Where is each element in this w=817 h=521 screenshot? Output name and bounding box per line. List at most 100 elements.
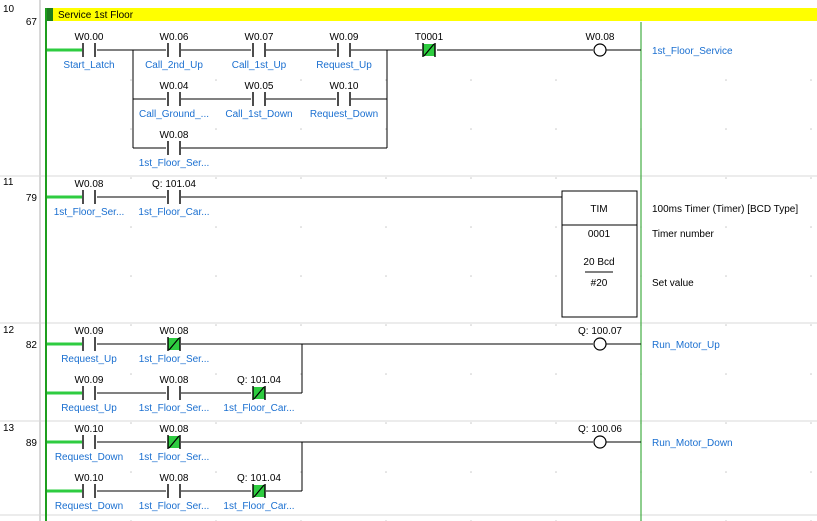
timer-set-value-label: Set value [652,278,694,289]
section-header-marker [47,8,53,21]
contact-address: Q: 101.04 [237,375,281,386]
contact-comment: Request_Up [61,354,117,365]
timer-set-constant: #20 [591,278,608,289]
contact-address: W0.10 [75,424,104,435]
contact-comment: Request_Down [55,452,123,463]
contact-address: W0.09 [330,32,359,43]
contact-comment: Request_Up [316,60,372,71]
contact-no[interactable]: Q: 101.041st_Floor_Car... [138,179,209,218]
grid-dot [300,177,302,179]
contact-nc-slash [423,43,435,57]
grid-dot [300,422,302,424]
grid-dot [810,422,812,424]
contact-comment: 1st_Floor_Car... [138,207,209,218]
contact-no[interactable]: W0.081st_Floor_Ser... [54,179,125,218]
timer-block[interactable]: TIM 0001 20 Bcd #20 [561,190,638,318]
grid-dot [810,275,812,277]
rung-89-wiring [47,440,641,493]
grid-dot [470,324,472,326]
contact-comment: Start_Latch [63,60,114,71]
grid-dot [810,226,812,228]
rung-index: 13 [3,423,15,434]
contact-address: W0.08 [160,473,189,484]
grid-dot [300,324,302,326]
contact-address: W0.08 [160,130,189,141]
contact-comment: 1st_Floor_Ser... [139,354,210,365]
grid-dot [555,422,557,424]
grid-dot [215,324,217,326]
grid-dot [385,177,387,179]
coil-address: Q: 100.07 [578,326,622,337]
contact-nc[interactable]: T0001 [415,32,444,57]
contact-nc[interactable]: Q: 101.04 1st_Floor_Car... [223,473,294,512]
contact-nc[interactable]: Q: 101.041st_Floor_Car... [223,375,294,414]
timer-number-label: Timer number [652,229,715,240]
grid-dot [725,422,727,424]
grid-dot [725,373,727,375]
grid-dot [130,275,132,277]
grid-dot [470,422,472,424]
grid-dot [385,471,387,473]
contact-address: W0.08 [160,326,189,337]
grid-dot [725,324,727,326]
grid-dot [130,226,132,228]
grid-dot [300,79,302,81]
contact-nc[interactable]: W0.08 1st_Floor_Ser... [139,326,210,365]
timer-name: TIM [590,204,607,215]
grid-dot [555,275,557,277]
grid-dot [810,373,812,375]
contact-address: W0.08 [160,424,189,435]
grid-dot [555,128,557,130]
grid-dot [130,177,132,179]
contact-address: W0.09 [75,326,104,337]
grid-dot [130,79,132,81]
contact-address: T0001 [415,32,444,43]
contact-address: W0.06 [160,32,189,43]
section-header-bar[interactable] [47,8,817,21]
rung-step: 82 [26,340,38,351]
coil-circle [593,43,607,57]
contact-address: W0.10 [330,81,359,92]
contact-comment: Call_2nd_Up [145,60,203,71]
grid-dot [810,79,812,81]
grid-dot [300,471,302,473]
timer-number: 0001 [588,229,611,240]
timer-box [561,190,638,318]
contact-nc[interactable]: W0.081st_Floor_Ser... [139,424,210,463]
rung-67-wiring [47,48,641,149]
contact-comment: 1st_Floor_Ser... [54,207,125,218]
grid-dot [810,471,812,473]
grid-dot [215,422,217,424]
grid-dot [470,79,472,81]
contact-no[interactable]: W0.081st_Floor_Ser... [139,375,210,414]
contact-address: Q: 101.04 [237,473,281,484]
coil-address: Q: 100.06 [578,424,622,435]
rung-step: 79 [26,193,38,204]
coil-comment: Run_Motor_Down [652,438,733,449]
grid-dot [385,324,387,326]
grid-dot [725,471,727,473]
contact-comment: 1st_Floor_Car... [223,501,294,512]
contact-no[interactable]: W0.081st_Floor_Ser... [139,130,210,169]
rung-index: 11 [3,177,14,188]
contact-no[interactable]: W0.081st_Floor_Ser... [139,473,210,512]
contact-no[interactable]: W0.04Call_Ground_... [139,81,209,120]
grid-dot [215,128,217,130]
rung-index: 12 [3,325,15,336]
coil-comment: 1st_Floor_Service [652,46,733,57]
contact-address: W0.09 [75,375,104,386]
grid-dot [725,79,727,81]
